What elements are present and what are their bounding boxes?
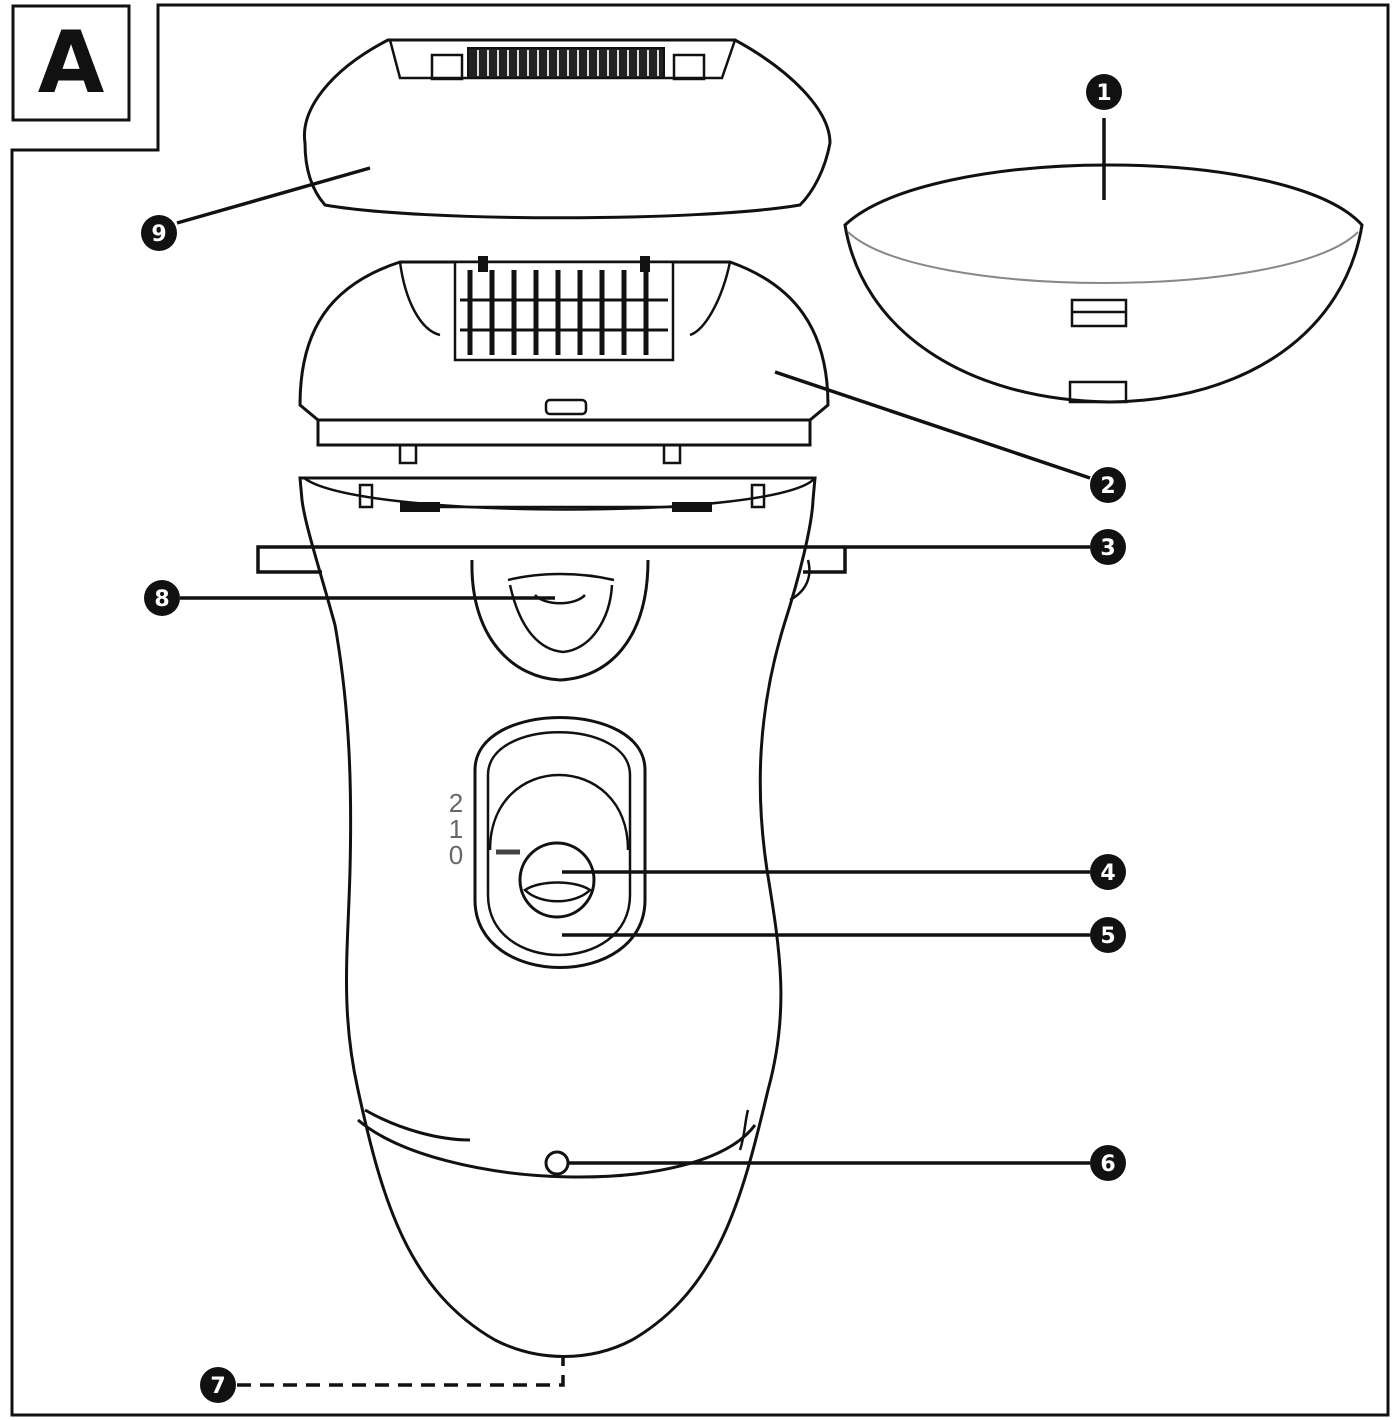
release-button <box>470 559 650 682</box>
panel-label: A <box>38 13 105 113</box>
svg-text:9: 9 <box>151 222 166 247</box>
svg-text:6: 6 <box>1100 1152 1115 1177</box>
switch-setting-2: 2 <box>449 788 463 818</box>
protective-cap <box>843 163 1364 404</box>
callout-8: 8 <box>144 580 180 616</box>
figure-frame <box>10 3 1390 1417</box>
switch-setting-1: 1 <box>449 814 463 844</box>
trimmer-cap <box>302 38 832 220</box>
switch-setting-0: 0 <box>449 840 463 870</box>
charge-indicator-light <box>544 1150 570 1176</box>
callout-1: 1 <box>1086 74 1122 110</box>
epilation-head <box>298 256 830 465</box>
svg-text:1: 1 <box>1096 81 1111 106</box>
svg-text:2: 2 <box>1100 474 1115 499</box>
callout-5: 5 <box>1090 917 1126 953</box>
callout-9: 9 <box>141 215 177 251</box>
svg-text:8: 8 <box>154 587 169 612</box>
epilator-body <box>298 476 817 1358</box>
leader-lines <box>176 118 1106 1387</box>
panel-label-box <box>11 4 131 122</box>
callout-4: 4 <box>1090 854 1126 890</box>
callout-3: 3 <box>1090 529 1126 565</box>
callout-6: 6 <box>1090 1145 1126 1181</box>
callout-2: 2 <box>1090 467 1126 503</box>
svg-text:5: 5 <box>1100 924 1115 949</box>
callout-7: 7 <box>200 1367 236 1403</box>
svg-text:7: 7 <box>210 1374 225 1399</box>
svg-text:4: 4 <box>1100 861 1115 886</box>
svg-text:3: 3 <box>1100 536 1115 561</box>
speed-switch: 2 1 0 <box>449 716 647 969</box>
